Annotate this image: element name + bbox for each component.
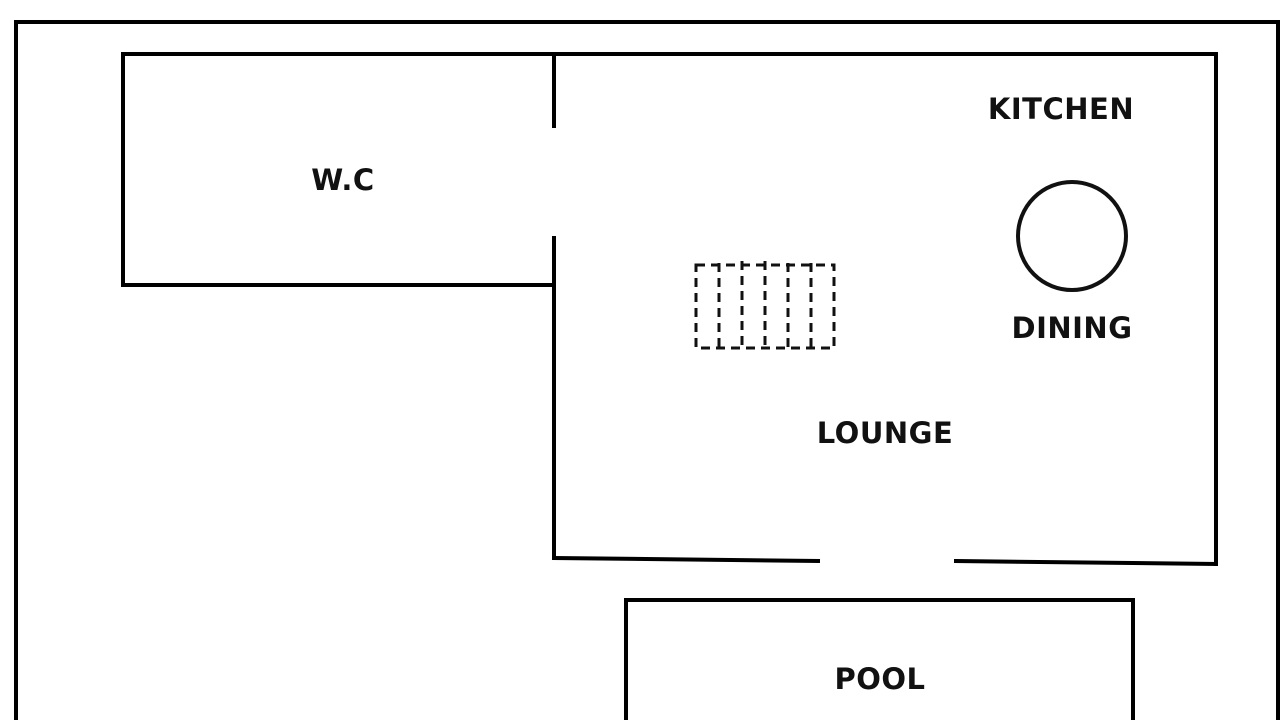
- kitchen-label: KITCHEN: [988, 92, 1134, 126]
- dining-label: DINING: [1012, 311, 1133, 345]
- lounge-label: LOUNGE: [817, 416, 954, 450]
- stairs-icon: [694, 261, 836, 350]
- pool-label: POOL: [834, 662, 925, 696]
- wc-label: W.C: [311, 163, 374, 197]
- living-area-walls: [551, 52, 1219, 567]
- wc-walls: [121, 52, 556, 287]
- dining-table-icon: [1016, 180, 1128, 292]
- pool-walls: [624, 598, 1135, 720]
- property-boundary: [14, 20, 1280, 720]
